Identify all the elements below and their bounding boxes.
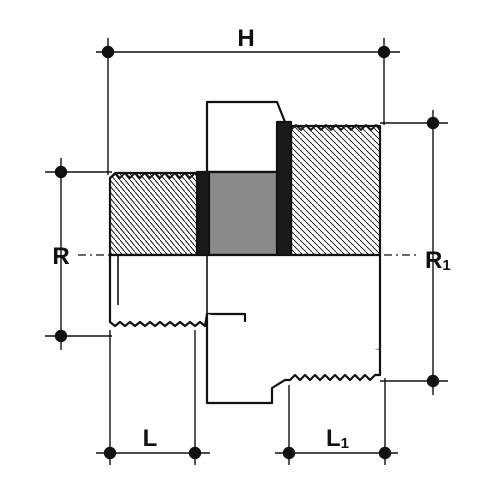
label-l1-sub: 1 — [341, 435, 349, 452]
label-l1-main: L — [326, 425, 341, 452]
dim-dot-h-right — [377, 45, 391, 59]
left-thread-upper — [108, 171, 209, 257]
label-r1-main: R — [425, 247, 442, 274]
label-r1: R1 — [425, 247, 451, 274]
label-l1: L1 — [326, 425, 349, 452]
dimension-lines — [45, 38, 448, 465]
dim-dot-l1-left — [282, 446, 296, 460]
dim-dot-r-bottom — [54, 329, 68, 343]
hex-shoulder-left — [195, 170, 211, 257]
hex-nut-section — [205, 170, 289, 257]
dim-dot-r1-bottom — [426, 374, 440, 388]
hex-shoulder-right — [275, 120, 293, 257]
dim-dot-l-left — [103, 446, 117, 460]
label-r1-sub: 1 — [442, 257, 450, 274]
dim-dot-l1-right — [378, 446, 392, 460]
dim-dot-r-top — [54, 165, 68, 179]
dim-dot-h-left — [101, 45, 115, 59]
hex-nut-top — [205, 100, 287, 174]
label-h: H — [237, 25, 254, 52]
fitting-body — [108, 100, 382, 405]
dim-dot-r1-top — [426, 116, 440, 130]
label-l: L — [143, 425, 158, 452]
dim-dot-l-right — [188, 446, 202, 460]
section-lower-profile — [205, 314, 382, 405]
right-thread-crest — [290, 124, 381, 131]
right-thread-upper — [289, 124, 382, 257]
section-outline — [108, 253, 382, 352]
left-thread-crest — [109, 172, 206, 179]
label-r: R — [52, 243, 69, 270]
